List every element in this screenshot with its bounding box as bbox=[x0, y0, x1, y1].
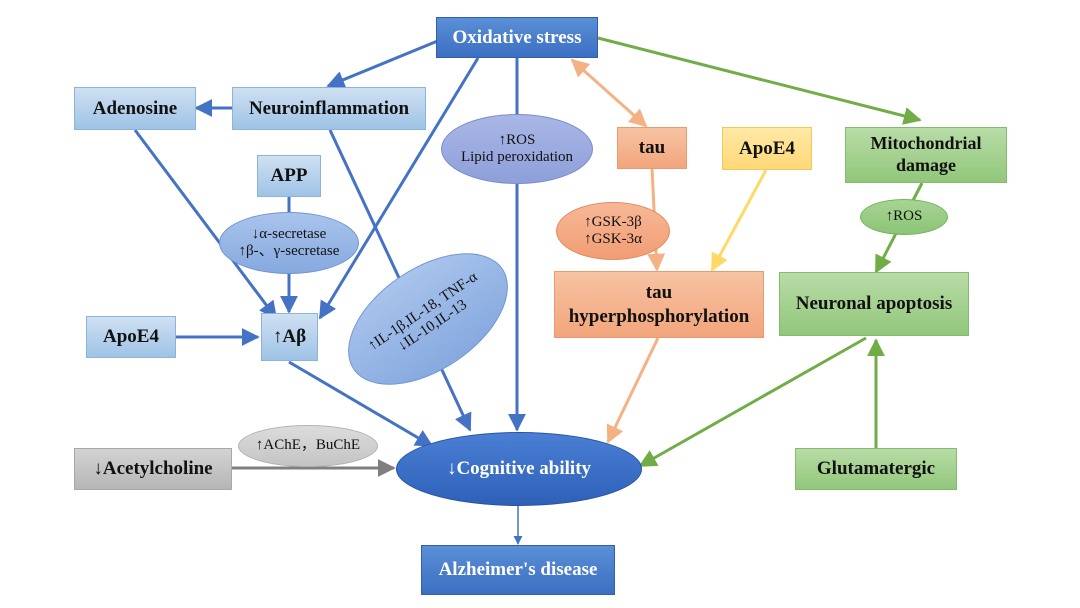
arrow-oxidative-abeta bbox=[318, 57, 480, 320]
arrow-oxidative-mitochondrial bbox=[597, 36, 922, 125]
node-apoe4-left: ApoE4 bbox=[86, 316, 176, 358]
node-adenosine: Adenosine bbox=[74, 87, 196, 130]
node-neuroinflammation: Neuroinflammation bbox=[232, 87, 426, 130]
node-app: APP bbox=[257, 155, 321, 197]
arrow-apoe4-hyper bbox=[710, 169, 768, 272]
arrow-apoptosis-cognitive bbox=[638, 336, 867, 468]
node-acetylcholine: ↓Acetylcholine bbox=[74, 448, 232, 490]
arrow-abeta-cognitive bbox=[288, 360, 434, 448]
node-secretase: ↓α-secretase↑β-、γ-secretase bbox=[219, 212, 359, 274]
node-neuronal-apoptosis: Neuronal apoptosis bbox=[779, 272, 969, 336]
arrow-oxidative-neuroinflammation bbox=[326, 38, 441, 89]
node-alzheimers-disease: Alzheimer's disease bbox=[421, 545, 615, 595]
node-gsk: ↑GSK-3β↑GSK-3α bbox=[556, 202, 670, 260]
node-ros-green: ↑ROS bbox=[860, 199, 948, 235]
node-abeta: ↑Aβ bbox=[261, 313, 318, 361]
node-cognitive-ability: ↓Cognitive ability bbox=[396, 432, 642, 506]
node-oxidative-stress: Oxidative stress bbox=[436, 17, 598, 58]
arrow-adenosine-abeta bbox=[133, 129, 278, 320]
node-tau: tau bbox=[617, 127, 687, 169]
arrow-hyper-cognitive bbox=[606, 337, 660, 444]
arrow-oxidative-tau bbox=[570, 58, 648, 128]
node-glutamatergic: Glutamatergic bbox=[795, 448, 957, 490]
node-ache: ↑AChE，BuChE bbox=[238, 425, 378, 467]
node-apoe4-right: ApoE4 bbox=[722, 127, 812, 170]
